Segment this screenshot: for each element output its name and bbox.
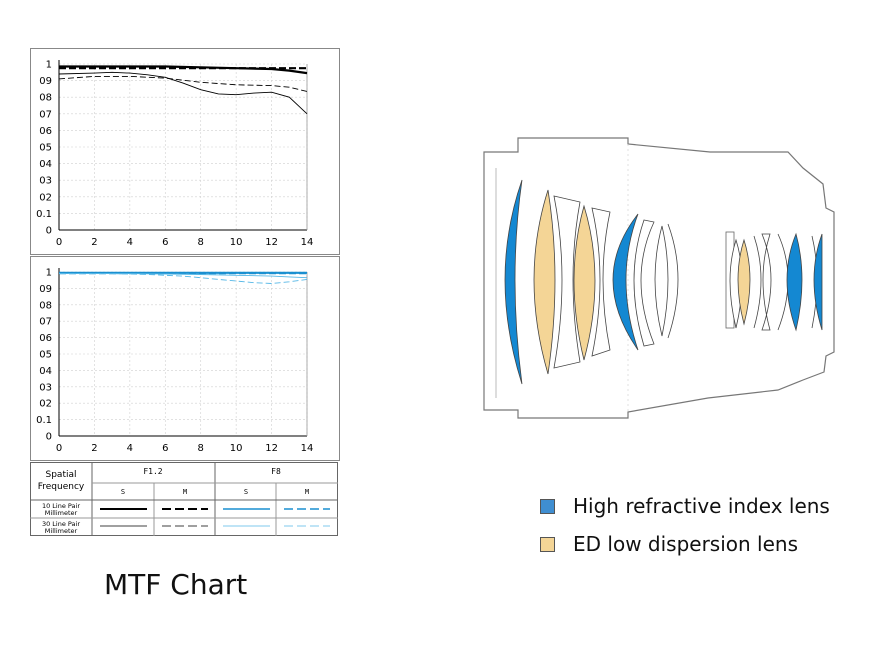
y-tick-label: 0 [46,226,52,237]
x-tick-label: 0 [56,443,62,454]
x-tick-label: 12 [265,443,278,454]
sub-s-f8: S [244,488,248,496]
group-f12-label: F1.2 [143,467,162,476]
y-tick-label: 0.1 [36,415,52,426]
spatial-frequency-label: Spatial [46,470,77,480]
x-tick-label: 4 [127,443,133,454]
row-30-label: 30 Line Pair [42,520,80,528]
y-tick-label: 09 [39,76,52,87]
lens-element-high-1 [504,179,523,385]
row-30-label-2: Millimeter [45,527,78,535]
y-tick-label: 02 [39,399,52,410]
chart-series [58,65,308,115]
y-tick-label: 08 [39,300,52,311]
y-tick-label: 06 [39,333,52,344]
lens-element-ed-3 [737,238,751,326]
ed-swatch [540,536,555,552]
x-tick-label: 8 [198,237,204,248]
lens-element-2 [591,207,611,357]
legend-high-refractive: High refractive index lens [540,494,830,518]
chart-frame [30,48,340,255]
group-f8-label: F8 [271,467,281,476]
chart-series [59,271,308,284]
lens-element-high-3 [786,232,803,332]
x-tick-label: 14 [301,443,314,454]
sub-m-f12: M [183,488,187,496]
series-line-30lp-M [58,75,308,92]
chart-axes [58,60,308,231]
x-tick-label: 14 [301,237,314,248]
x-tick-label: 2 [91,237,97,248]
lens-element-high-4 [813,233,823,331]
x-tick-label: 10 [230,237,243,248]
y-tick-label: 0 [46,432,52,443]
legend-ed-dispersion: ED low dispersion lens [540,532,798,556]
lens-construction-diagram [483,137,835,419]
y-tick-label: 03 [39,176,52,187]
chart-axes [58,268,308,437]
lens-element-ed-2 [573,204,596,361]
y-tick-label: 07 [39,317,52,328]
y-tick-label: 1 [46,268,52,279]
lens-element-4 [654,225,669,337]
x-tick-label: 10 [230,443,243,454]
x-tick-label: 2 [91,443,97,454]
lens-element-6 [761,233,772,331]
y-tick-label: 07 [39,109,52,120]
row-10-label-2: Millimeter [45,509,78,517]
x-tick-label: 8 [198,443,204,454]
series-line-30lp-M [59,273,308,284]
series-line-30lp-S [58,71,308,115]
high-refractive-swatch [540,498,555,514]
legend-ed-dispersion-label: ED low dispersion lens [573,532,798,556]
y-tick-label: 05 [39,143,52,154]
y-tick-label: 0.1 [36,209,52,220]
legend-high-refractive-label: High refractive index lens [573,494,830,518]
x-tick-label: 6 [162,443,168,454]
chart-frame [30,256,340,461]
spatial-frequency-label-2: Frequency [38,482,85,492]
row-10-label: 10 Line Pair [42,502,80,510]
lens-element-ed-1 [533,189,556,375]
x-tick-label: 12 [265,237,278,248]
y-tick-label: 09 [39,284,52,295]
lens-element-1 [553,195,581,369]
y-tick-label: 08 [39,93,52,104]
y-tick-label: 03 [39,382,52,393]
y-tick-label: 1 [46,60,52,71]
y-tick-label: 05 [39,350,52,361]
series-line-30lp-S [59,273,308,279]
sub-s-f12: S [121,488,125,496]
page-title: MTF Chart [104,568,248,601]
chart-grid [58,63,308,231]
lens-element-3 [633,219,655,347]
lens-element-high-2 [612,213,639,351]
x-tick-label: 6 [162,237,168,248]
y-tick-label: 04 [39,366,52,377]
sub-m-f8: M [305,488,309,496]
x-tick-label: 0 [56,237,62,248]
y-tick-label: 04 [39,159,52,170]
x-tick-label: 4 [127,237,133,248]
y-tick-label: 02 [39,192,52,203]
y-tick-label: 06 [39,126,52,137]
mtf-legend-table: Spatial Frequency F1.2 F8 S M S M 10 Lin… [30,462,338,536]
